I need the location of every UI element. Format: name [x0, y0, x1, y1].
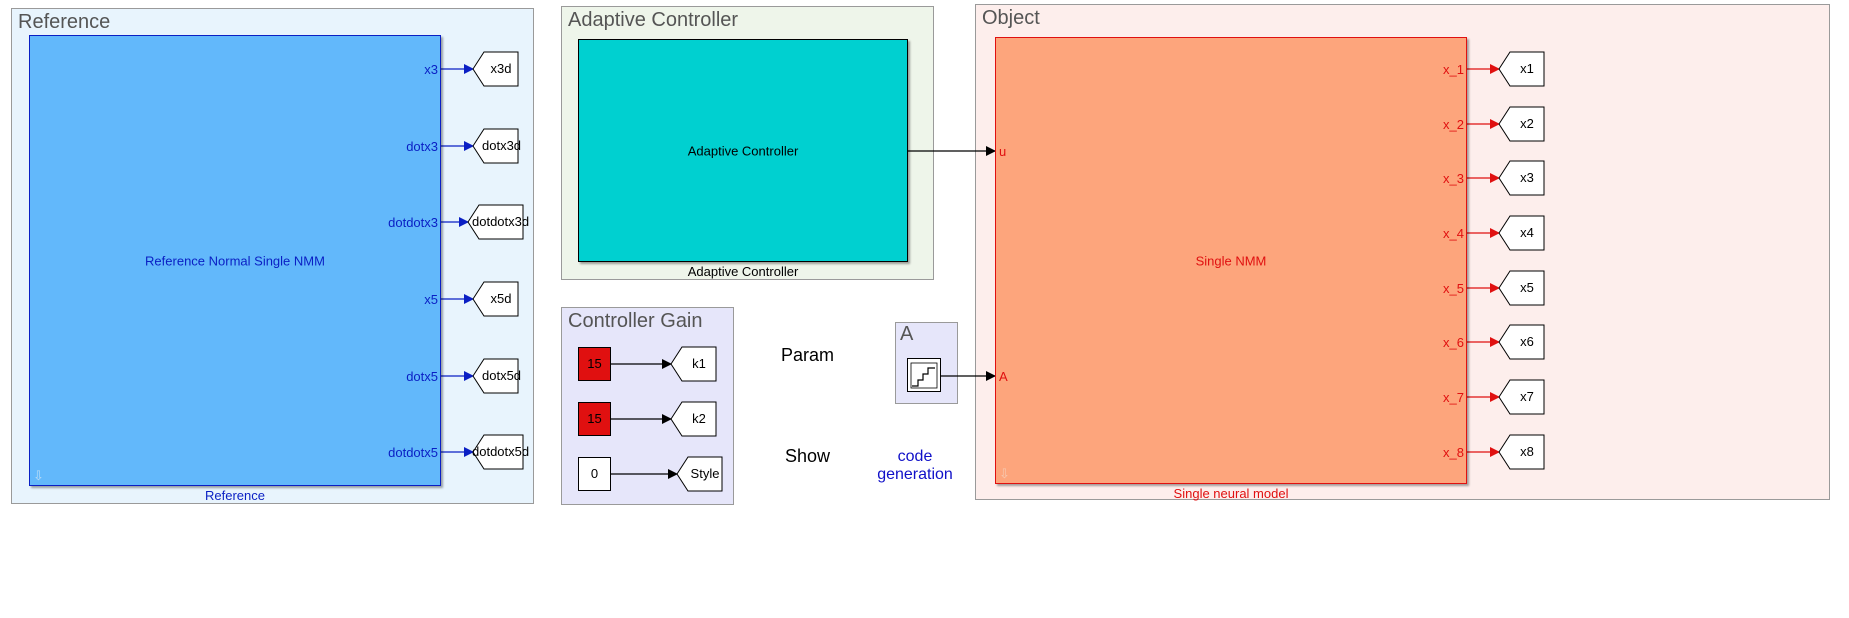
- code-generation-link[interactable]: code generation: [872, 448, 958, 484]
- reference-block-label: Reference Normal Single NMM: [145, 253, 325, 268]
- adaptive-controller-block-label: Adaptive Controller: [687, 143, 799, 158]
- constant-block-k2[interactable]: 15: [578, 402, 611, 436]
- adaptive-controller-block[interactable]: Adaptive Controller: [578, 39, 908, 262]
- show-annotation[interactable]: Show: [785, 446, 831, 466]
- goto-tag-x5d[interactable]: x5d: [490, 291, 512, 306]
- goto-tag-dotdotx5d-shape: [472, 434, 524, 470]
- object-output-wires: [1467, 64, 1500, 457]
- goto-tag-x2[interactable]: x2: [1520, 116, 1534, 131]
- port-dotdotx3: dotdotx3: [388, 215, 438, 230]
- goto-tag-x5[interactable]: x5: [1520, 280, 1534, 295]
- goto-tag-dotdotx3d-shape: [467, 204, 524, 240]
- goto-tag-k1[interactable]: k1: [692, 356, 706, 371]
- adaptive-controller-caption: Adaptive Controller: [687, 264, 799, 279]
- arrow-down-icon: ⇩: [33, 468, 44, 483]
- goto-tag-x7[interactable]: x7: [1520, 389, 1534, 404]
- port-dotx3: dotx3: [406, 139, 438, 154]
- port-u: u: [999, 144, 1007, 159]
- goto-tag-x8[interactable]: x8: [1520, 444, 1534, 459]
- goto-tag-x4[interactable]: x4: [1520, 225, 1534, 240]
- port-x-8: x_8: [1443, 445, 1464, 460]
- port-x-6: x_6: [1443, 335, 1464, 350]
- reference-area-title: Reference: [18, 11, 111, 33]
- port-x-4: x_4: [1443, 226, 1464, 241]
- port-dotx5: dotx5: [406, 369, 438, 384]
- goto-tag-style[interactable]: Style: [690, 466, 720, 481]
- staircase-icon: [910, 362, 938, 389]
- port-x-2: x_2: [1443, 117, 1464, 132]
- constant-block-style[interactable]: 0: [578, 457, 611, 491]
- goto-tag-dotx3d-shape: [472, 128, 519, 164]
- adaptive-controller-area-title: Adaptive Controller: [568, 9, 739, 31]
- port-x3: x3: [424, 62, 438, 77]
- constant-block-k1[interactable]: 15: [578, 347, 611, 381]
- port-x-1: x_1: [1443, 62, 1464, 77]
- param-annotation[interactable]: Param: [781, 345, 835, 365]
- a-area-title: A: [900, 323, 914, 345]
- goto-tag-x3[interactable]: x3: [1520, 170, 1534, 185]
- port-x-3: x_3: [1443, 171, 1464, 186]
- object-output-tags: [1498, 51, 1545, 470]
- goto-tag-k1-shape: [670, 346, 717, 382]
- object-area-title: Object: [982, 7, 1040, 29]
- goto-tag-x6[interactable]: x6: [1520, 334, 1534, 349]
- goto-tag-x3d[interactable]: x3d: [490, 61, 512, 76]
- arrow-down-icon: ⇩: [999, 466, 1010, 481]
- goto-tag-k2[interactable]: k2: [692, 411, 706, 426]
- goto-tag-x3d-shape: [472, 51, 519, 87]
- goto-tag-x1[interactable]: x1: [1520, 61, 1534, 76]
- port-x-7: x_7: [1443, 390, 1464, 405]
- code-generation-line2: generation: [877, 466, 953, 483]
- goto-tag-k2-shape: [670, 401, 717, 437]
- port-x5: x5: [424, 292, 438, 307]
- reference-block-caption: Reference: [205, 488, 265, 503]
- controller-gain-area-title: Controller Gain: [568, 310, 703, 332]
- goto-tag-x5d-shape: [472, 281, 519, 317]
- goto-tag-dotdotx5d[interactable]: dotdotx5d: [472, 444, 530, 459]
- goto-tag-dotx5d[interactable]: dotx5d: [482, 368, 522, 383]
- port-a: A: [999, 369, 1008, 384]
- goto-tag-dotx5d-shape: [472, 358, 519, 394]
- goto-tag-dotx3d[interactable]: dotx3d: [482, 138, 522, 153]
- single-nmm-block[interactable]: Single NMM ⇩: [995, 37, 1467, 484]
- code-generation-line1: code: [897, 448, 933, 465]
- single-nmm-caption: Single neural model: [1173, 486, 1289, 501]
- goto-tag-style-shape: [676, 456, 723, 492]
- port-x-5: x_5: [1443, 281, 1464, 296]
- reference-subsystem-block[interactable]: Reference Normal Single NMM ⇩: [29, 35, 441, 486]
- port-dotdotx5: dotdotx5: [388, 445, 438, 460]
- step-source-block[interactable]: [907, 358, 941, 392]
- goto-tag-dotdotx3d[interactable]: dotdotx3d: [472, 214, 530, 229]
- single-nmm-block-label: Single NMM: [1195, 253, 1267, 268]
